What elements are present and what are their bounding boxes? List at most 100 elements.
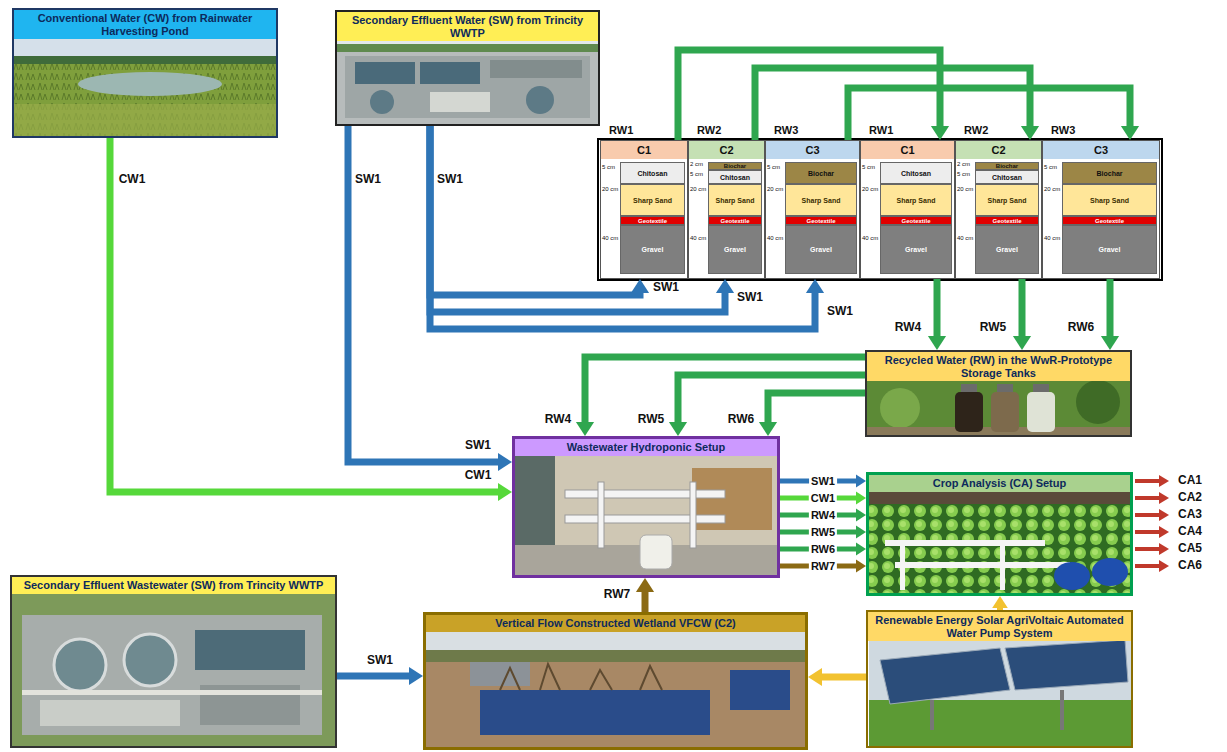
- photo-grass: [12, 577, 335, 746]
- edge-label: RW6: [1066, 321, 1096, 334]
- photo-pipe: [900, 540, 905, 590]
- photo-dry-plants: [500, 664, 662, 690]
- output-arrow: [1135, 547, 1159, 551]
- depth-label: 20 cm: [602, 186, 618, 193]
- photo-road: [22, 690, 322, 695]
- photo-bush: [880, 388, 920, 428]
- output-arrow: [1135, 564, 1159, 568]
- arrowhead: [856, 509, 866, 522]
- filter-layer: Gravel: [785, 225, 857, 274]
- photo-building: [40, 700, 180, 726]
- filter-column: RW1C1ChitosanSharp SandGeotextileGravel: [600, 140, 688, 279]
- flow-arrow: [110, 138, 512, 501]
- filter-layer: Chitosan: [975, 170, 1039, 184]
- flow-line: [642, 591, 649, 612]
- flow-arrow: [928, 279, 946, 350]
- layer-label: Geotextile: [1063, 217, 1156, 225]
- photo-solar-panel: [1005, 640, 1128, 690]
- photo-pipe: [565, 515, 725, 523]
- depth-label: 2 cm: [957, 161, 970, 168]
- arrowhead: [856, 526, 866, 539]
- layer-label: Gravel: [976, 226, 1038, 274]
- flow-line: [430, 126, 815, 329]
- filter-layer: Geotextile: [708, 216, 762, 225]
- node-title: Crop Analysis (CA) Setup: [869, 475, 1130, 492]
- edge-label: RW4: [543, 413, 573, 426]
- output-arrowhead: [1159, 492, 1169, 504]
- depth-label: 20 cm: [767, 186, 783, 193]
- edge-label: RW6: [726, 413, 756, 426]
- filter-column: RW1C1ChitosanSharp SandGeotextileGravel: [860, 140, 955, 279]
- column-header: C2: [689, 141, 764, 159]
- arrowhead: [856, 492, 866, 505]
- photo-treeline: [426, 650, 805, 662]
- flow-arrow: [780, 560, 866, 573]
- filter-layer: Sharp Sand: [708, 184, 762, 216]
- flow-arrow: [780, 543, 866, 556]
- photo-clarifier: [54, 639, 106, 691]
- filter-layer: Gravel: [1062, 225, 1157, 274]
- photo-ground: [869, 475, 1130, 593]
- layer-label: Geotextile: [621, 217, 684, 225]
- flow-line: [934, 279, 941, 337]
- photo-fence: [869, 490, 1130, 504]
- filter-layer: Geotextile: [880, 216, 952, 225]
- depth-label: 40 cm: [957, 235, 973, 242]
- column-header: C2: [956, 141, 1041, 159]
- filter-layer: Geotextile: [975, 216, 1039, 225]
- layer-label: Geotextile: [709, 217, 761, 225]
- node-title: Secondary Effluent Water (SW) from Trinc…: [337, 12, 598, 41]
- filter-layer: Sharp Sand: [880, 184, 952, 216]
- filter-layer: Gravel: [880, 225, 952, 274]
- photo-post: [1060, 690, 1064, 730]
- flow-line: [430, 126, 725, 312]
- layer-label: Sharp Sand: [1063, 185, 1156, 216]
- node-title: Conventional Water (CW) from Rainwater H…: [14, 10, 276, 39]
- process-box: Vertical Flow Constructed Wetland VFCW (…: [423, 612, 808, 750]
- flow-label: CW1: [119, 173, 146, 187]
- photo-building: [430, 92, 490, 112]
- photo-jar-neck: [1033, 384, 1049, 393]
- filter-layer: Geotextile: [785, 216, 857, 225]
- edge-label: SW1: [463, 439, 493, 452]
- arrowhead: [631, 279, 649, 293]
- photo-soil: [426, 660, 805, 748]
- column-header: C3: [1043, 141, 1159, 159]
- photo-tank: [195, 630, 305, 670]
- layer-label: Sharp Sand: [976, 185, 1038, 216]
- edge-label: CW1: [463, 469, 494, 482]
- photo-wall: [515, 439, 777, 575]
- edge-label: SW1: [809, 475, 837, 487]
- layer-label: Sharp Sand: [786, 185, 856, 216]
- flow-arrow: [780, 526, 866, 539]
- flow-line: [678, 375, 865, 423]
- process-box: Conventional Water (CW) from Rainwater H…: [12, 8, 278, 138]
- flow-label: CA5: [1178, 542, 1202, 556]
- flow-line: [1107, 279, 1114, 337]
- depth-label: 5 cm: [957, 171, 970, 178]
- photo-sky: [869, 612, 1131, 746]
- depth-label: 5 cm: [602, 164, 615, 171]
- layer-label: Gravel: [709, 226, 761, 274]
- photo-post: [930, 700, 934, 730]
- photo-jar: [1027, 392, 1055, 432]
- filter-layer: Gravel: [620, 225, 685, 274]
- filter-layer: Biochar: [785, 162, 857, 184]
- output-arrowhead: [1159, 560, 1169, 572]
- flow-label: CA1: [1178, 474, 1202, 488]
- layer-label: Sharp Sand: [881, 185, 951, 216]
- photo-jar: [955, 392, 983, 432]
- process-box: Recycled Water (RW) in the WwR-Prototype…: [865, 350, 1132, 437]
- photo-sky: [426, 614, 805, 748]
- photo-sky: [14, 10, 276, 136]
- arrowhead: [716, 279, 734, 293]
- column-header: C3: [766, 141, 859, 159]
- arrowhead: [808, 668, 822, 686]
- filter-layer: Sharp Sand: [785, 184, 857, 216]
- filter-layer: Sharp Sand: [1062, 184, 1157, 216]
- photo-field: [14, 64, 276, 136]
- depth-label: 2 cm: [690, 161, 703, 168]
- layer-label: Sharp Sand: [621, 185, 684, 216]
- photo-ground: [337, 12, 598, 124]
- photo-barrel: [1054, 562, 1090, 590]
